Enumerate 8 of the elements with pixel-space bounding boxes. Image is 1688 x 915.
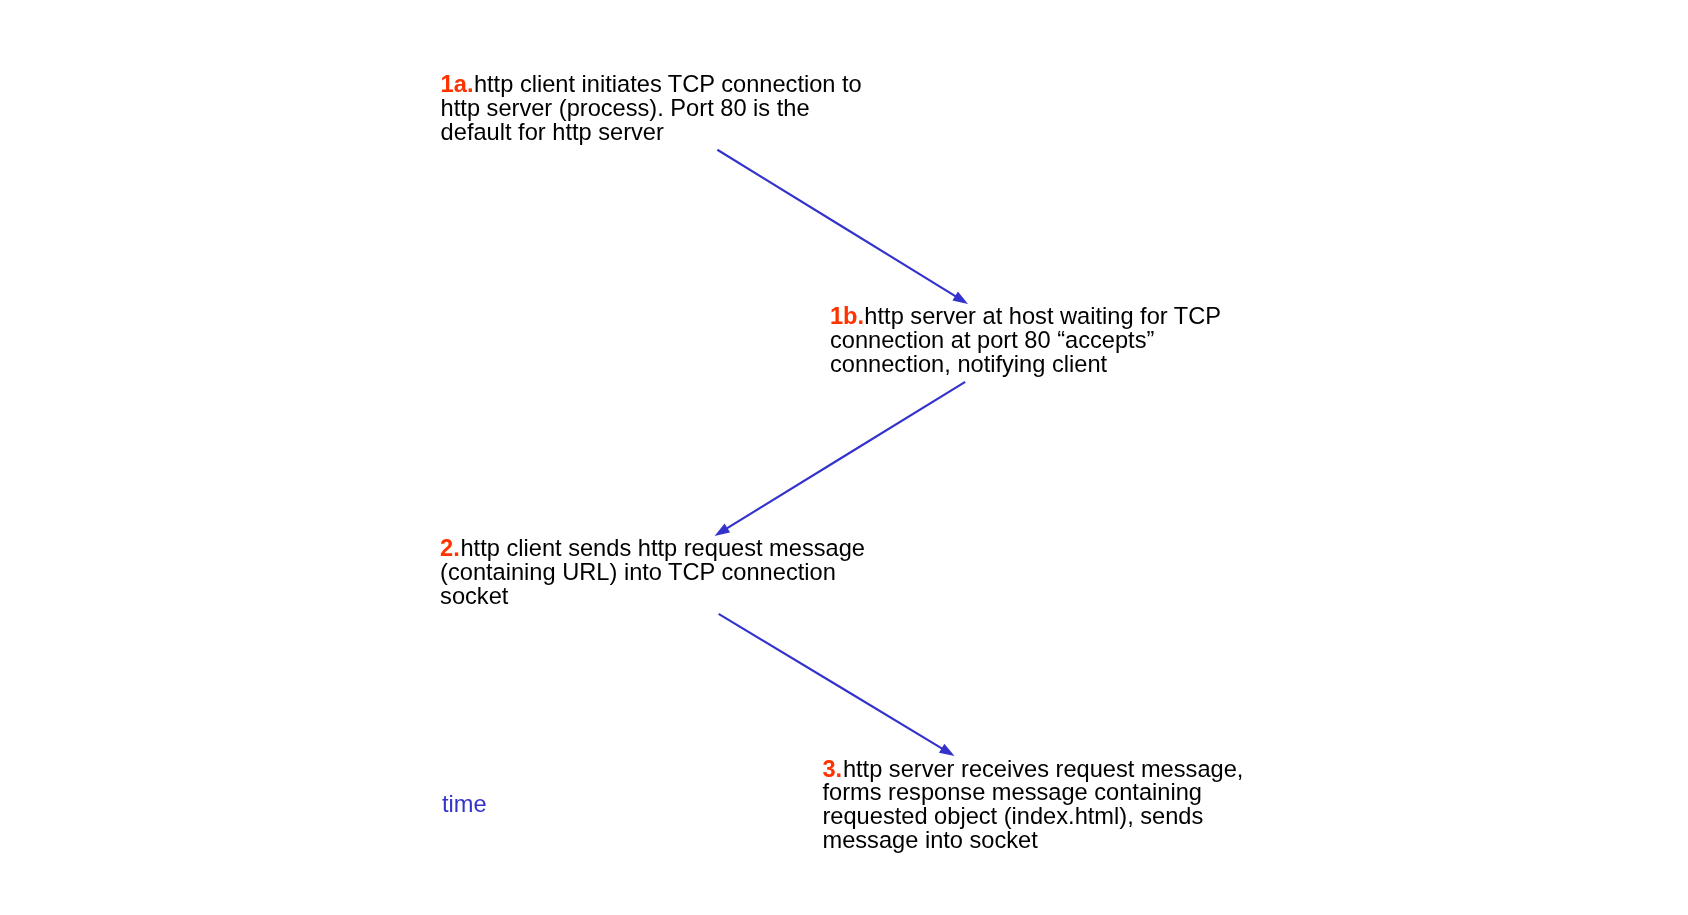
node-text: 1b.http server at host waiting for TCP connection at port 80 “accepts” connection, notifying client xyxy=(829,302,1221,377)
arrow xyxy=(714,380,966,536)
arrow xyxy=(716,148,968,304)
node-text: 3.http server receives request message, forms response message containing requested object (index.html), sends message into socket xyxy=(821,755,1243,852)
label: time xyxy=(441,790,487,817)
node-text: 2.http client sends http request message (containing URL) into TCP connection socket xyxy=(439,534,865,609)
arrow xyxy=(717,612,955,756)
node-text: 1a.http client initiates TCP connection to http server (process). Port 80 is the default for http server xyxy=(440,70,862,145)
